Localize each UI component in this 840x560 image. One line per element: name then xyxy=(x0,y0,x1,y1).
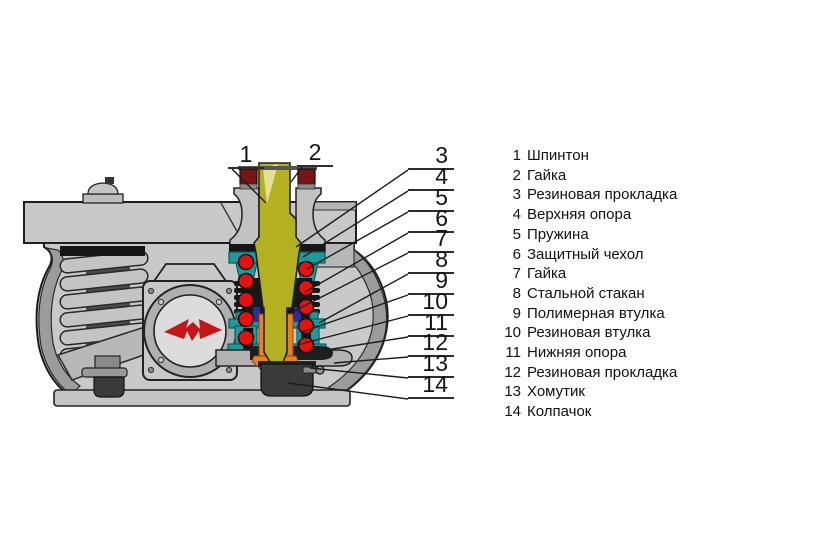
cover-corner-bolt xyxy=(225,366,233,374)
callout-10: 10 xyxy=(408,289,454,316)
callout-5: 5 xyxy=(408,185,454,212)
callout-1: 1 xyxy=(228,142,264,169)
legend-item-label: Резиновая втулка xyxy=(527,324,651,342)
shpinton-boss xyxy=(229,187,326,253)
legend-item-number: 8 xyxy=(512,284,521,302)
legend-item-label: Нижняя опора xyxy=(527,344,627,362)
legend-item-number: 4 xyxy=(512,206,521,224)
callout-2: 2 xyxy=(297,140,333,167)
legend-item-number: 12 xyxy=(504,363,521,381)
callout-13: 13 xyxy=(408,351,454,378)
axle-box-cover xyxy=(142,263,238,381)
callout-11: 11 xyxy=(408,310,454,337)
rod-highlight xyxy=(263,164,278,204)
clamp xyxy=(302,365,325,375)
callout-12: 12 xyxy=(408,330,454,357)
callout-4: 4 xyxy=(408,164,454,191)
legend-item-number: 13 xyxy=(504,383,521,401)
cover-corner-bolt xyxy=(147,287,155,295)
legend-item-number: 10 xyxy=(504,324,521,342)
legend-item: 8 Стальной стакан xyxy=(503,284,677,304)
callout-7: 7 xyxy=(408,226,454,253)
callout-14: 14 xyxy=(408,372,454,399)
housing-left-arc-band xyxy=(38,247,81,396)
ring-bolt xyxy=(157,356,165,364)
legend-item-label: Пружина xyxy=(527,225,589,243)
legend-item-label: Стальной стакан xyxy=(527,284,645,302)
legend-item: 9 Полимерная втулка xyxy=(503,304,677,324)
legend-item: 6 Защитный чехол xyxy=(503,245,677,265)
legend-item: 2 Гайка xyxy=(503,166,677,186)
polymer-bushings xyxy=(253,307,301,322)
outer-coil-spring xyxy=(56,246,159,398)
ring-bolt xyxy=(157,298,165,306)
legend-item-label: Гайка xyxy=(527,166,567,184)
legend-item-label: Резиновая прокладка xyxy=(527,186,678,204)
legend-item-label: Колпачок xyxy=(527,403,592,421)
spring-bolt-stem xyxy=(94,355,121,370)
spring-top-pad xyxy=(60,246,145,256)
legend-item: 12 Резиновая прокладка xyxy=(503,363,677,383)
legend-item: 14 Колпачок xyxy=(503,402,677,422)
beam-top-strip xyxy=(309,201,357,211)
inner-spring-section-dots xyxy=(237,253,315,354)
cover-corner-bolt xyxy=(225,287,233,295)
legend-item: 13 Хомутик xyxy=(503,382,677,402)
legend-item-number: 1 xyxy=(512,147,521,164)
legend-item-label: Гайка xyxy=(527,265,567,283)
legend-item-label: Хомутик xyxy=(527,383,585,401)
legend-item-label: Защитный чехол xyxy=(527,245,644,263)
legend-item-label: Резиновая прокладка xyxy=(527,363,678,381)
beam-fitting-knob xyxy=(105,177,114,184)
callout-6: 6 xyxy=(408,206,454,233)
legend-item: 1 Шпинтон xyxy=(503,146,677,166)
legend-item-number: 5 xyxy=(512,225,521,243)
legend-item-number: 9 xyxy=(512,304,521,322)
bottom-cap xyxy=(260,363,314,397)
legend-item-number: 6 xyxy=(512,245,521,263)
legend-item-number: 2 xyxy=(512,166,521,184)
legend-item: 7 Гайка xyxy=(503,264,677,284)
legend-item-number: 3 xyxy=(512,186,521,204)
beam-fitting-cap xyxy=(87,182,119,195)
callout-3: 3 xyxy=(408,143,454,170)
legend-item: 10 Резиновая втулка xyxy=(503,323,677,343)
legend-item-label: Шпинтон xyxy=(527,147,589,164)
legend-item: 5 Пружина xyxy=(503,225,677,245)
legend-item-number: 7 xyxy=(512,265,521,283)
legend-item-label: Верхняя опора xyxy=(527,206,632,224)
top-nut xyxy=(238,166,317,190)
cover-corner-bolt xyxy=(147,366,155,374)
legend-item-number: 14 xyxy=(504,403,521,421)
callout-9: 9 xyxy=(408,268,454,295)
leader-lines xyxy=(231,166,409,400)
legend-item: 11 Нижняя опора xyxy=(503,343,677,363)
callout-8: 8 xyxy=(408,247,454,274)
legend-item-number: 11 xyxy=(505,344,521,362)
housing-right-arc-band xyxy=(328,246,388,397)
legend-item-label: Полимерная втулка xyxy=(527,304,665,322)
beam-fitting-base xyxy=(82,193,124,204)
ring-bolt xyxy=(215,298,223,306)
legend-item: 4 Верхняя опора xyxy=(503,205,677,225)
spring-bolt-cap xyxy=(93,376,125,398)
legend-item: 3 Резиновая прокладка xyxy=(503,185,678,205)
manufacturer-logo xyxy=(164,319,222,341)
spring-bolt-collar xyxy=(81,367,128,378)
